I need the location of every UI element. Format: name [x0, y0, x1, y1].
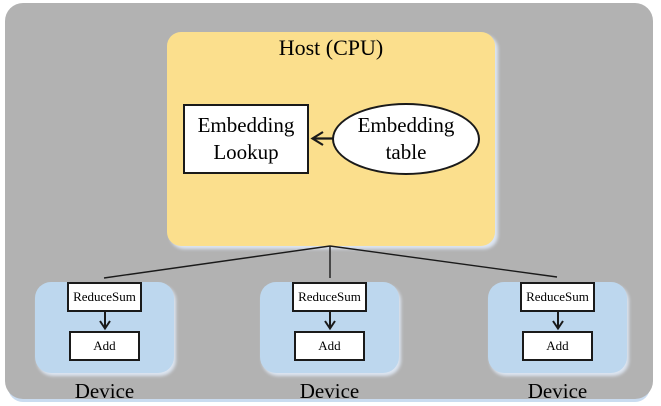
device-panel: ReduceSum Add: [488, 282, 627, 373]
device-caption: Device: [299, 379, 360, 403]
embedding-lookup-node: Embedding Lookup: [183, 104, 309, 174]
down-arrow-icon: [551, 312, 564, 331]
add-node: Add: [294, 331, 365, 361]
reducesum-node: ReduceSum: [520, 282, 595, 312]
add-node: Add: [522, 331, 593, 361]
add-node: Add: [69, 331, 140, 361]
down-arrow-icon: [323, 312, 336, 331]
reducesum-node: ReduceSum: [292, 282, 367, 312]
embedding-table-node: Embedding table: [332, 103, 480, 175]
device-panel: ReduceSum Add: [260, 282, 399, 373]
device-caption: Device: [527, 379, 588, 403]
device-group: ReduceSum Add Device: [488, 277, 627, 402]
device-group: ReduceSum Add Device: [260, 277, 399, 402]
device-panel: ReduceSum Add: [35, 282, 174, 373]
down-arrow-icon: [98, 312, 111, 331]
reducesum-node: ReduceSum: [67, 282, 142, 312]
host-title: Host (CPU): [278, 35, 384, 60]
device-group: ReduceSum Add Device: [35, 277, 174, 402]
device-caption: Device: [74, 379, 135, 403]
